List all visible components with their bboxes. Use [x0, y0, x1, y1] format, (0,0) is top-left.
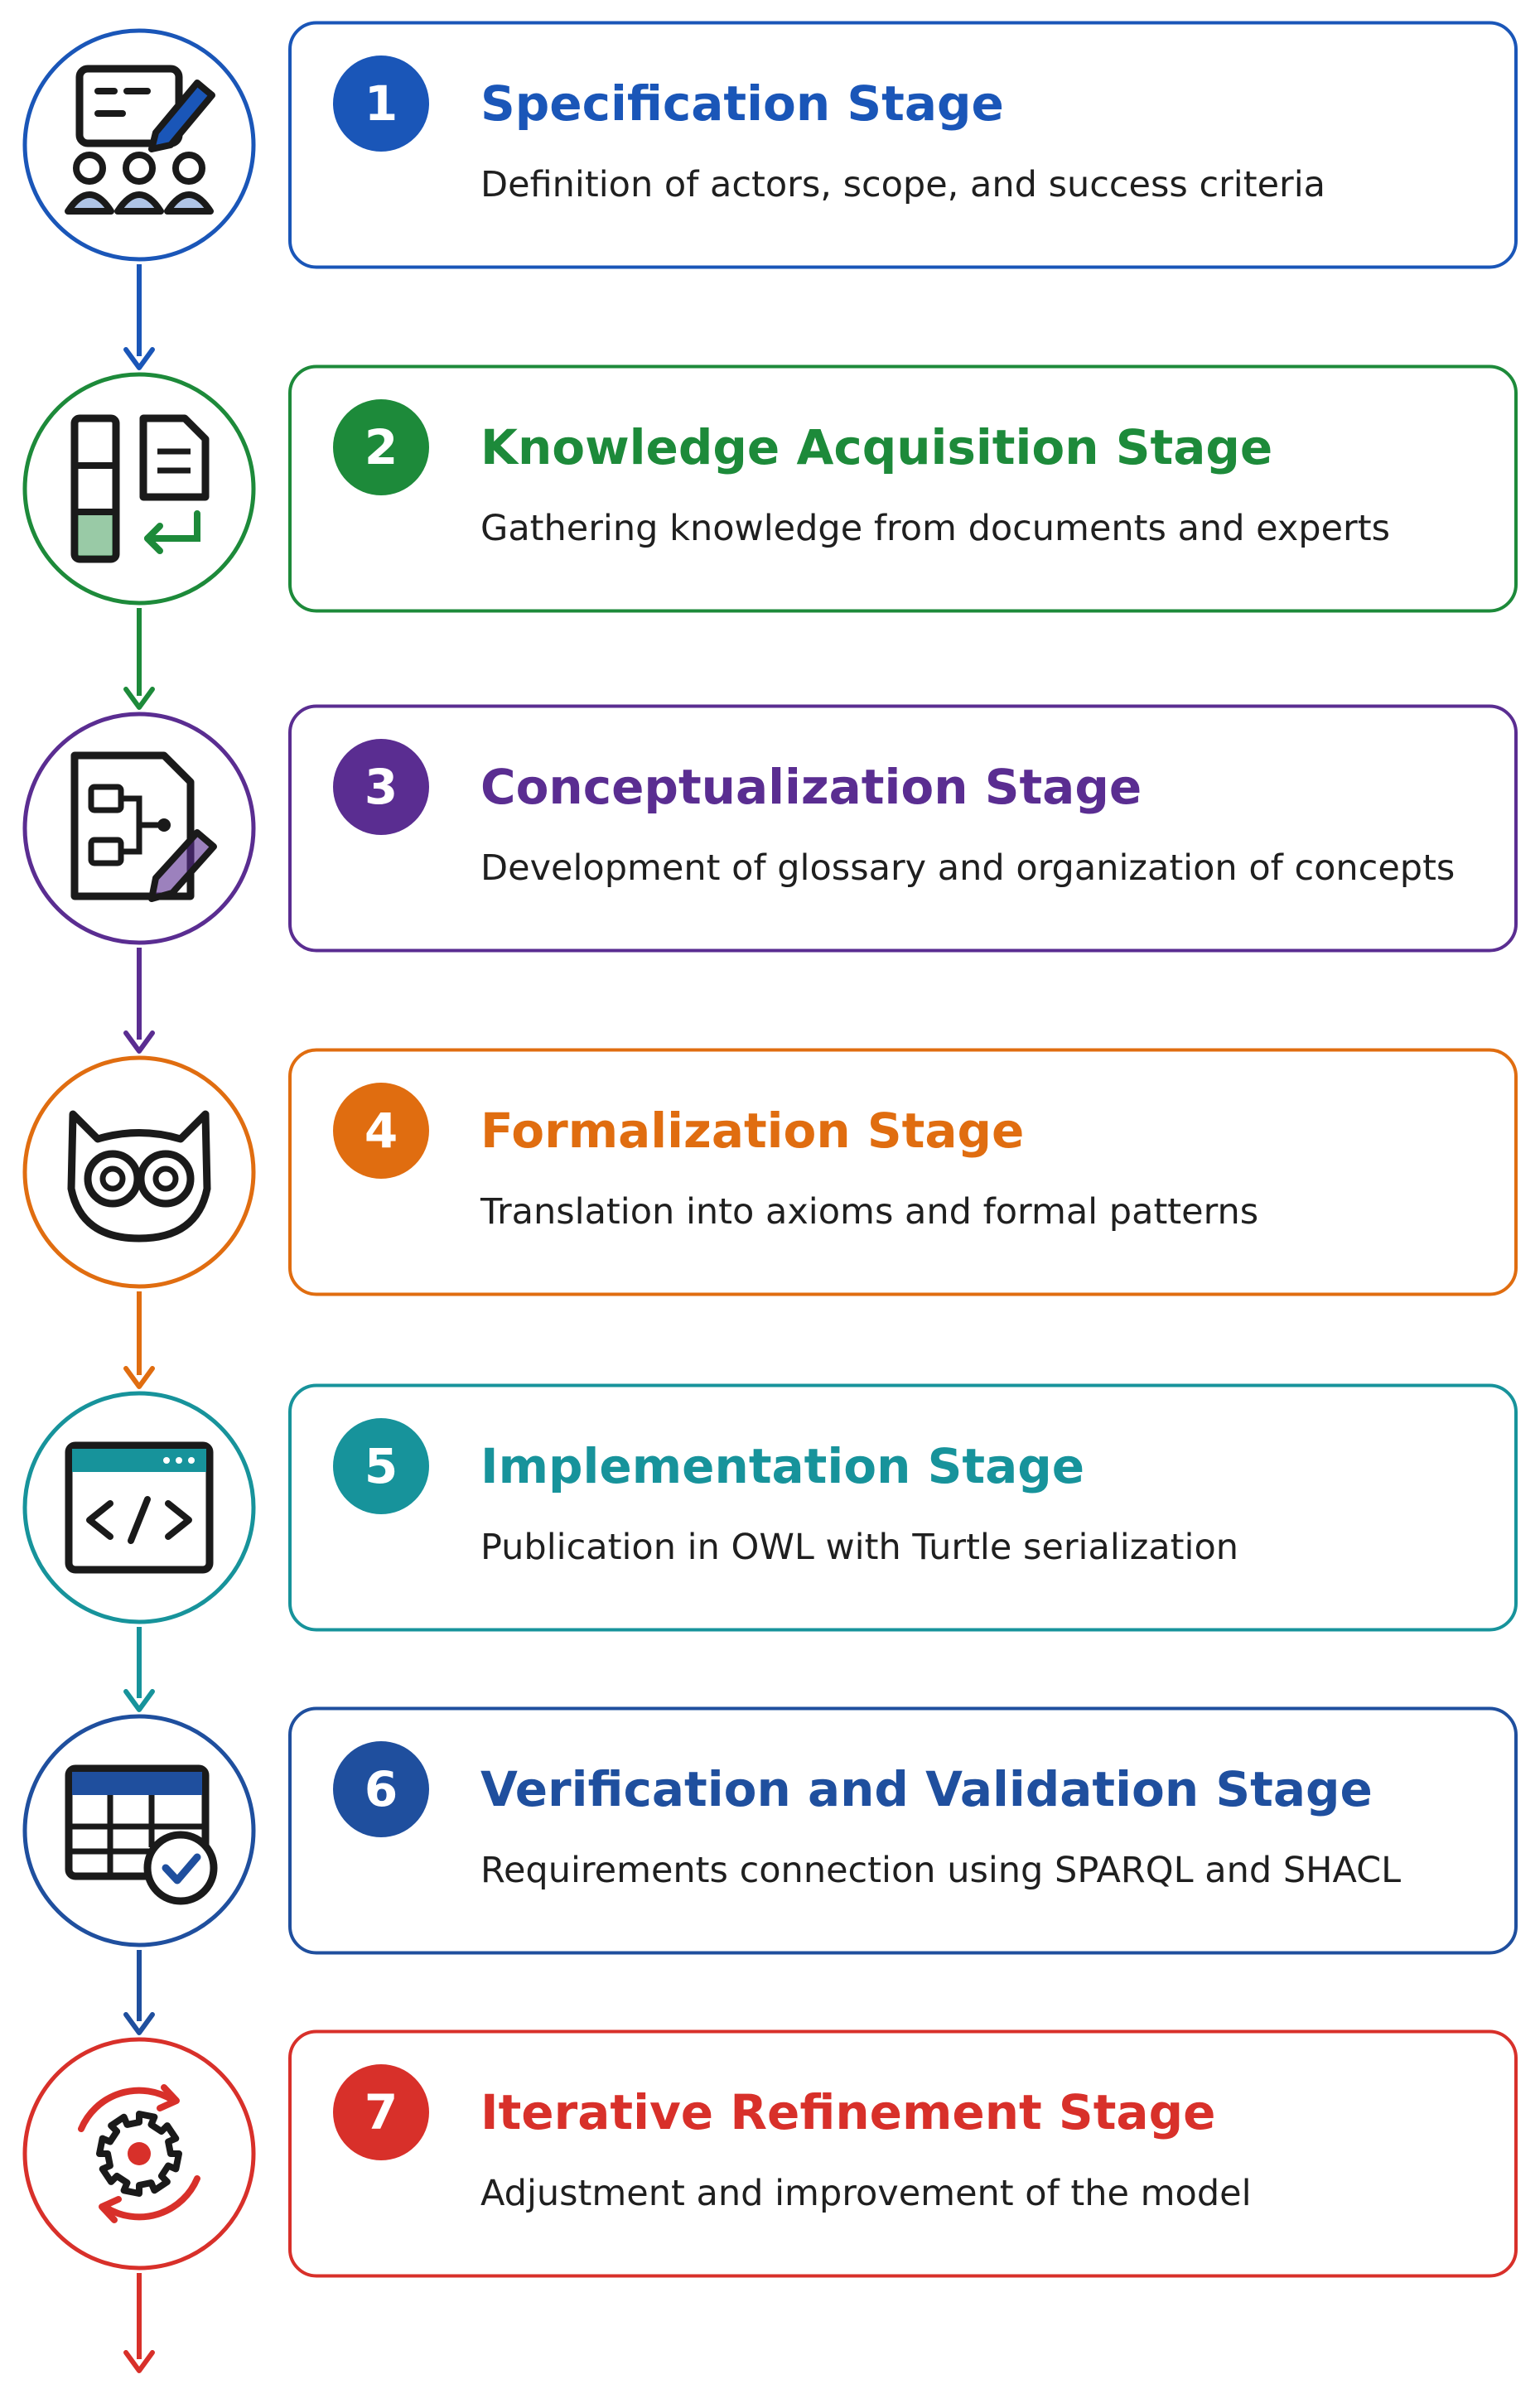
stage-number-badge: 6: [333, 1741, 429, 1837]
stage-number: 6: [364, 1761, 398, 1817]
stage-number: 3: [364, 759, 398, 815]
stage-title: Iterative Refinement Stage: [480, 2084, 1215, 2140]
stage-number-badge: 5: [333, 1418, 429, 1514]
stage-number-badge: 1: [333, 55, 429, 152]
stage-title: Knowledge Acquisition Stage: [480, 419, 1272, 475]
stage-title: Specification Stage: [480, 75, 1004, 132]
connector-arrow: [123, 1627, 155, 1712]
stage-title: Formalization Stage: [480, 1103, 1024, 1159]
stage-icon-circle: [22, 712, 256, 945]
stage-description: Definition of actors, scope, and success…: [480, 164, 1325, 205]
stage-description: Requirements connection using SPARQL and…: [480, 1850, 1401, 1891]
stage-number-badge: 4: [333, 1083, 429, 1179]
stage-description: Development of glossary and organization…: [480, 847, 1455, 889]
stage-description: Adjustment and improvement of the model: [480, 2173, 1252, 2214]
table-check-icon: [65, 1764, 218, 1905]
stage-number: 5: [364, 1438, 398, 1494]
stage-icon-circle: [22, 1055, 256, 1289]
connector-arrow: [123, 264, 155, 370]
connector-arrow: [123, 948, 155, 1054]
stage-number-badge: 3: [333, 739, 429, 835]
stage-title: Conceptualization Stage: [480, 759, 1142, 815]
gear-cycle-icon: [78, 2084, 200, 2223]
stage-number: 7: [364, 2084, 398, 2140]
connector-arrow: [123, 608, 155, 710]
stage-description: Publication in OWL with Turtle serializa…: [480, 1527, 1238, 1568]
stage-icon-circle: [22, 372, 256, 606]
stage-icon-circle: [22, 1714, 256, 1947]
owl-icon: [67, 1110, 211, 1243]
stage-number: 1: [364, 75, 398, 132]
team-whiteboard-icon: [65, 65, 215, 215]
stage-card: 6 Verification and Validation StageRequir…: [288, 1706, 1518, 1955]
stage-icon-circle: [22, 2037, 256, 2271]
stage-number-badge: 7: [333, 2064, 429, 2160]
stage-description: Translation into axioms and formal patte…: [480, 1191, 1258, 1233]
documents-transfer-icon: [70, 414, 210, 563]
concept-map-document-icon: [70, 751, 217, 902]
connector-arrow: [123, 1291, 155, 1389]
stage-number-badge: 2: [333, 399, 429, 495]
connector-arrow: [123, 1950, 155, 2035]
stage-title: Verification and Validation Stage: [480, 1761, 1373, 1817]
stage-number: 2: [364, 419, 398, 475]
stage-number: 4: [364, 1103, 398, 1159]
code-window-icon: [65, 1441, 214, 1574]
stage-description: Gathering knowledge from documents and e…: [480, 508, 1390, 549]
connector-arrow: [123, 2273, 155, 2373]
stage-icon-circle: [22, 28, 256, 262]
stage-icon-circle: [22, 1391, 256, 1624]
stage-title: Implementation Stage: [480, 1438, 1084, 1494]
